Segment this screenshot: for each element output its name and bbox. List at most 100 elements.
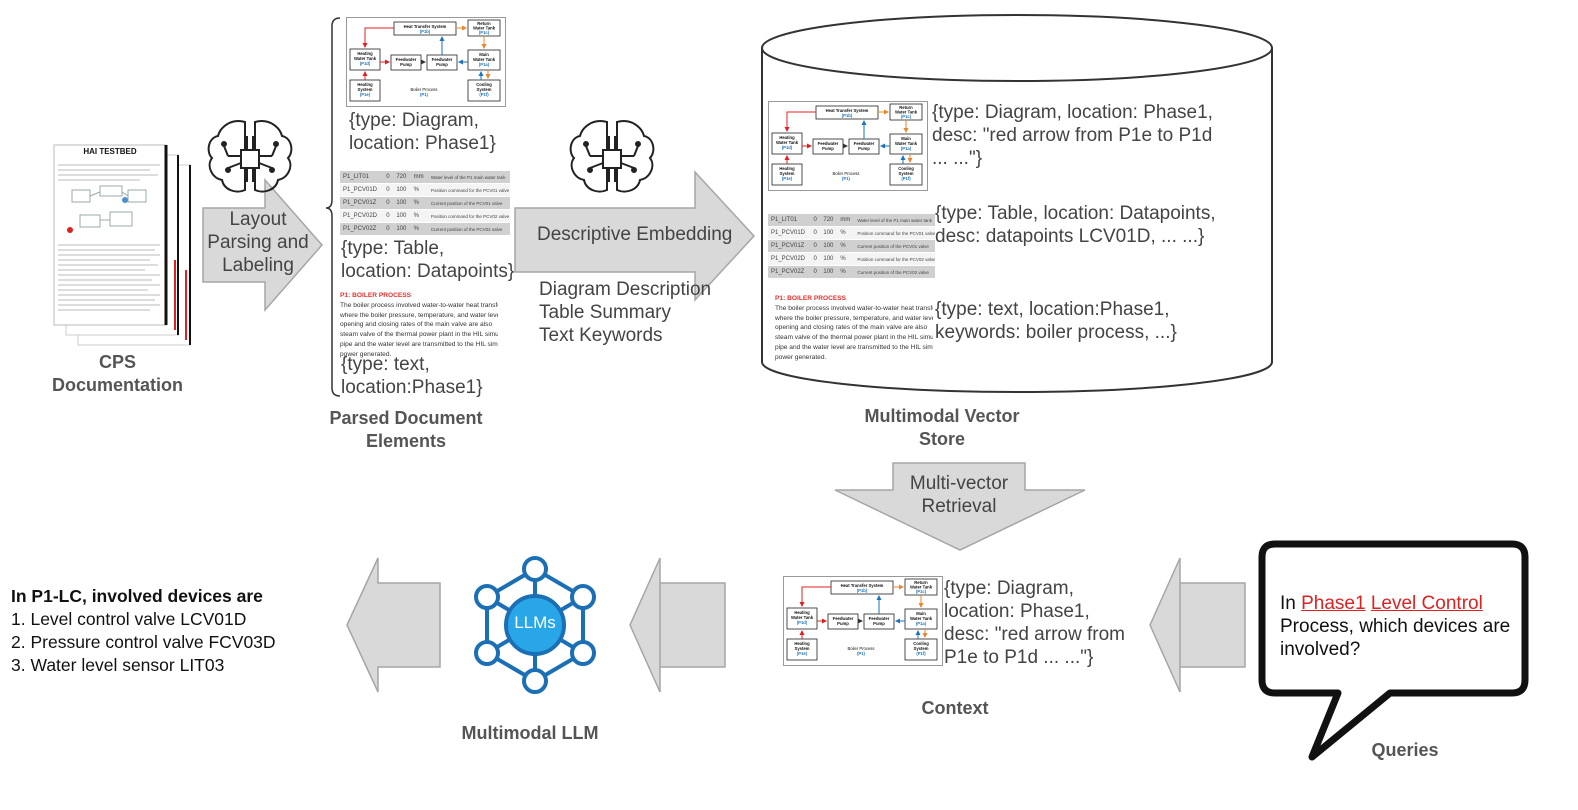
- query-prefix: In: [1280, 593, 1302, 614]
- table-cell: P1_PCV01D: [768, 226, 811, 240]
- context-to-llm-arrow: [629, 557, 726, 693]
- table-cell: %: [410, 222, 428, 235]
- svg-text:Heating: Heating: [779, 135, 795, 140]
- svg-text:(P1c): (P1c): [901, 114, 912, 119]
- svg-text:Feedwater: Feedwater: [818, 141, 839, 146]
- descriptive-embedding-arrow: [514, 170, 756, 302]
- text-heading: P1: BOILER PROCESS: [340, 292, 412, 299]
- table-cell: 0: [383, 196, 394, 210]
- parsed-text-thumbnail: P1: BOILER PROCESS The boiler process inv…: [340, 291, 498, 360]
- table-cell: 0: [383, 170, 394, 184]
- text-line: steam valve of the thermal power plant i…: [775, 334, 933, 342]
- embedding-item: Diagram Description: [539, 279, 712, 300]
- table-cell: P1_PCV02D: [768, 252, 811, 266]
- table-cell: %: [410, 196, 428, 210]
- table-cell: 0: [810, 252, 821, 266]
- parsed-elements-caption: Parsed Document Elements: [329, 408, 483, 451]
- svg-text:Water Tank: Water Tank: [910, 585, 933, 590]
- svg-text:Water Tank: Water Tank: [776, 140, 799, 145]
- table-cell: P1_PCV02Z: [340, 222, 384, 235]
- svg-text:Heating: Heating: [779, 166, 795, 171]
- answer-block: In P1-LC, involved devices are 1. Level …: [11, 585, 276, 677]
- brain-chip-icon: [207, 120, 293, 193]
- text-heading: P1: BOILER PROCESS: [775, 295, 847, 302]
- svg-text:(P1d): (P1d): [360, 61, 371, 66]
- table-cell: 100: [820, 239, 838, 253]
- svg-text:Boiler Process: Boiler Process: [848, 646, 875, 651]
- table-cell: 100: [820, 265, 838, 278]
- table-cell: 0: [810, 265, 821, 278]
- svg-text:Pump: Pump: [822, 146, 834, 151]
- svg-text:Heat Transfer System: Heat Transfer System: [826, 108, 869, 113]
- embedding-items: Diagram Description Table Summary Text K…: [539, 278, 711, 347]
- svg-text:Heat Transfer System: Heat Transfer System: [404, 24, 447, 29]
- parsed-text-meta: {type: text, location:Phase1}: [341, 354, 483, 398]
- query-to-context-arrow: [1149, 557, 1246, 693]
- table-cell: P1_PCV02Z: [768, 265, 811, 278]
- text-line: The boiler process involved water-to-wat…: [340, 301, 498, 309]
- table-cell: %: [837, 252, 855, 266]
- svg-text:Heating: Heating: [357, 82, 373, 87]
- svg-text:Main: Main: [479, 52, 489, 57]
- svg-text:Feedwater: Feedwater: [833, 616, 854, 621]
- svg-text:System: System: [914, 646, 929, 651]
- table-cell: 0: [383, 222, 394, 235]
- svg-text:(P1a): (P1a): [901, 146, 912, 151]
- text-line: pipe and the water level are transmitted…: [340, 340, 498, 348]
- context-caption: Context: [921, 698, 989, 718]
- svg-text:Heating: Heating: [794, 641, 810, 646]
- text-line: steam valve of the thermal power plant i…: [340, 331, 498, 339]
- table-cell: 100: [820, 226, 838, 240]
- context-meta: {type: Diagram, location: Phase1, desc: …: [944, 578, 1125, 668]
- parsed-table-meta: {type: Table, location: Datapoints}: [341, 238, 515, 282]
- store-table-meta: {type: Table, location: Datapoints, desc…: [935, 203, 1216, 247]
- table-cell: %: [410, 183, 428, 197]
- svg-text:(P1e): (P1e): [782, 176, 793, 181]
- llm-badge: LLMs: [514, 613, 556, 632]
- svg-text:Heating: Heating: [794, 610, 810, 615]
- table-cell: P1_LIT01: [340, 170, 384, 184]
- layout-parsing-arrow: [202, 178, 323, 312]
- svg-text:(P1e): (P1e): [797, 651, 808, 656]
- table-cell: %: [837, 239, 855, 253]
- table-cell: mm: [410, 170, 428, 184]
- table-cell: Water level of the P1 main water tank: [427, 170, 510, 184]
- table-cell: mm: [837, 213, 855, 227]
- table-cell: Position command for the PCV01 valve: [427, 183, 510, 197]
- brain-chip-icon: [569, 120, 655, 193]
- table-cell: Position command for the PCV01 valve: [854, 226, 935, 240]
- parsed-elements-brace: [325, 17, 341, 397]
- svg-text:Water Tank: Water Tank: [895, 110, 918, 115]
- svg-text:Heating: Heating: [357, 51, 373, 56]
- query-level-term: Level Control: [1370, 593, 1483, 614]
- table-cell: 720: [820, 213, 838, 227]
- svg-text:(P1d): (P1d): [797, 620, 808, 625]
- table-cell: Current position of the PCV01 valve: [854, 239, 935, 253]
- answer-item: 3. Water level sensor LIT03: [11, 655, 225, 675]
- svg-text:(P1b): (P1b): [857, 588, 868, 593]
- svg-text:(P1a): (P1a): [916, 621, 927, 626]
- cps-documentation-pages: [53, 144, 191, 346]
- layout-parsing-label: Layout Parsing and Labeling: [207, 209, 309, 276]
- query-phase-term: Phase1: [1301, 593, 1366, 614]
- table-cell: %: [837, 265, 855, 278]
- svg-text:(P1c): (P1c): [479, 30, 490, 35]
- table-cell: 0: [810, 213, 821, 227]
- svg-text:Water Tank: Water Tank: [473, 57, 496, 62]
- svg-text:System: System: [780, 171, 795, 176]
- table-cell: P1_PCV02D: [340, 209, 384, 223]
- table-cell: Water level of the P1 main water tank: [854, 213, 935, 227]
- table-cell: Current position of the PCV02 valve: [427, 222, 510, 235]
- svg-text:(P1e): (P1e): [360, 92, 371, 97]
- store-text-meta: {type: text, location:Phase1, keywords: …: [935, 299, 1177, 343]
